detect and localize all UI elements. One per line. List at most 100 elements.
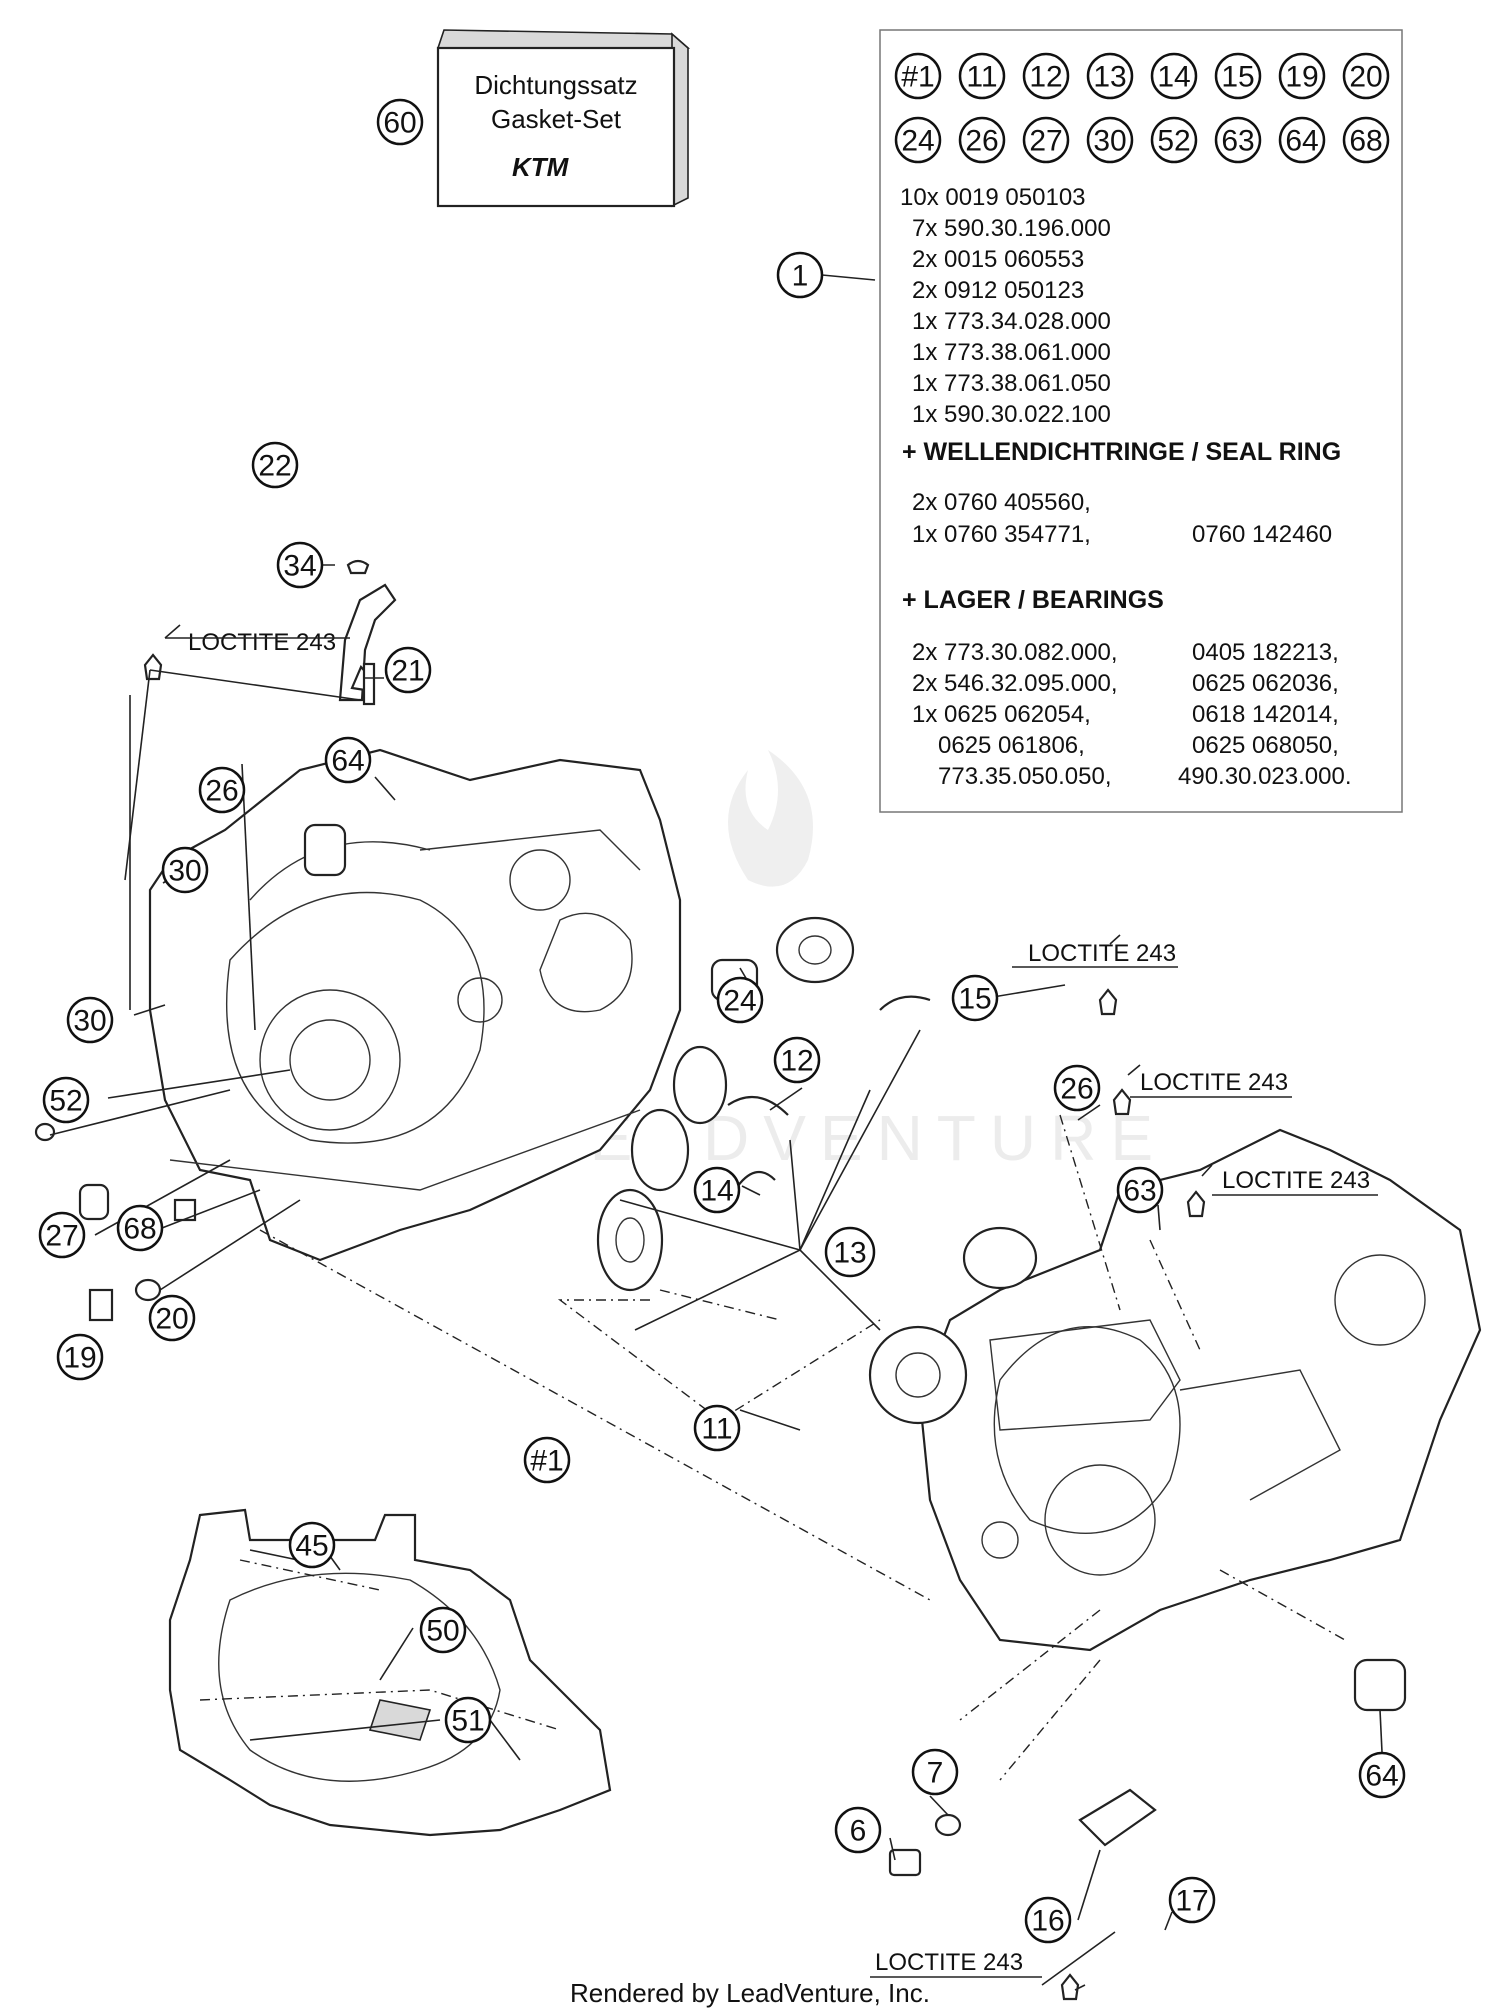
part-number-line: 1x 590.30.022.100 [912, 401, 1111, 428]
callout-circle [1342, 52, 1390, 100]
right-case-bolt-boss [981, 1521, 1019, 1559]
callout-circle [1278, 116, 1326, 164]
callout-c22: 22 [251, 441, 299, 489]
callout-kit-ref-14: 64 [1278, 116, 1326, 164]
spring-21 [362, 662, 376, 706]
seal-heading: + WELLENDICHTRINGE / SEAL RING [902, 438, 1341, 466]
callout-kit-ref-9: 26 [958, 116, 1006, 164]
bearing-heading: + LAGER / BEARINGS [902, 586, 1164, 614]
bushing-64a [303, 823, 347, 877]
callout-circle [376, 98, 424, 146]
left-case-shaft-boss [539, 912, 633, 1013]
loctite-label-3: LOCTITE 243 [1140, 1069, 1288, 1096]
callout-circle [894, 52, 942, 100]
callout-circle [1168, 1876, 1216, 1924]
drain-plug-6 [888, 1848, 922, 1877]
callout-c30a: 30 [161, 846, 209, 894]
callout-number: 26 [1060, 1073, 1093, 1106]
callout-kit-ref-10: 27 [1022, 116, 1070, 164]
callout-number: 52 [1157, 125, 1190, 158]
left-crankcase-half [148, 748, 682, 1262]
bearing-left-line: 2x 546.32.095.000, [912, 670, 1118, 697]
part-number-line: 1x 773.38.061.000 [912, 339, 1111, 366]
seal-line-1: 2x 0760 405560, [912, 489, 1091, 516]
callout-circle [1278, 52, 1326, 100]
bearing-e [962, 1226, 1038, 1290]
callout-number: 64 [1365, 1760, 1398, 1793]
kit-box-top [436, 29, 691, 49]
callout-c20: 20 [148, 1294, 196, 1342]
right-case-gasket-face [989, 1319, 1181, 1431]
retainer-15 [879, 995, 931, 1011]
callout-circle [66, 996, 114, 1044]
bearing-f-inner [895, 1352, 941, 1398]
callout-circle [1358, 1751, 1406, 1799]
callout-circle [951, 974, 999, 1022]
callout-circle [693, 1166, 741, 1214]
callout-c26b: 26 [1053, 1064, 1101, 1112]
kit-label-line1: Dichtungssatz [474, 70, 637, 100]
callout-number: 27 [45, 1220, 78, 1253]
washer-20 [134, 1278, 162, 1302]
part-number-line: 2x 0015 060553 [912, 246, 1084, 273]
loctite-drop-4 [1186, 1190, 1206, 1218]
plug-68 [173, 1198, 197, 1222]
gasket-outline [168, 1508, 612, 1837]
callout-circle [444, 1696, 492, 1744]
callout-c60: 60 [376, 98, 424, 146]
callout-c50: 50 [419, 1606, 467, 1654]
callout-circle [56, 1333, 104, 1381]
callout-number: 15 [1221, 61, 1254, 94]
seal-line-3: 0760 142460 [1192, 521, 1332, 548]
part-number-line: 2x 0912 050123 [912, 277, 1084, 304]
callout-circle [1086, 52, 1134, 100]
callout-number: 1 [792, 260, 809, 293]
seal-d-inner [615, 1217, 645, 1263]
callout-c19: 19 [56, 1333, 104, 1381]
callout-number: 16 [1031, 1905, 1064, 1938]
part-number-line: 1x 773.38.061.050 [912, 370, 1111, 397]
loctite-drop-3 [1112, 1088, 1132, 1116]
callout-circle [824, 1226, 876, 1278]
callout-c1hash: #1 [523, 1436, 571, 1484]
callout-kit-ref-1: 11 [958, 52, 1006, 100]
callout-c45: 45 [288, 1521, 336, 1569]
callout-c12: 12 [773, 1036, 821, 1084]
assembly-line-5 [1059, 1114, 1121, 1311]
callout-c26a: 26 [198, 766, 246, 814]
callout-c21: 21 [384, 646, 432, 694]
callout-kit-ref-5: 15 [1214, 52, 1262, 100]
seal-d [596, 1188, 664, 1292]
part-number-line: 1x 773.34.028.000 [912, 308, 1111, 335]
hose-clamp [346, 559, 370, 575]
left-case-flange [169, 1109, 641, 1191]
assembly-line-2 [959, 1609, 1101, 1721]
plug-52 [34, 1122, 56, 1142]
assembly-line-8 [659, 1289, 781, 1321]
callout-number: 14 [1157, 61, 1190, 94]
callout-number: 60 [383, 107, 416, 140]
bearing-a-inner [798, 935, 832, 965]
kit-label-line2: Gasket-Set [491, 104, 622, 134]
callout-kit-ref-15: 68 [1342, 116, 1390, 164]
callout-number: 13 [1093, 61, 1126, 94]
bearing-left-line: 2x 773.30.082.000, [912, 639, 1118, 666]
gasket-insert [368, 1699, 432, 1741]
bearing-right-line: 0405 182213, [1192, 639, 1339, 666]
loctite-label-1: LOCTITE 243 [188, 629, 336, 656]
assembly-line-1 [259, 1229, 931, 1601]
loctite-label-5: LOCTITE 243 [875, 1949, 1023, 1976]
callout-number: 68 [123, 1213, 156, 1246]
gasket-set-kit: Dichtungssatz Gasket-Set KTM [436, 29, 691, 208]
loctite-label-4: LOCTITE 243 [1222, 1167, 1370, 1194]
callout-circle [894, 116, 942, 164]
callout-c1: 1 [776, 251, 824, 299]
bearing-c [630, 1108, 690, 1192]
callout-circle [1024, 1896, 1072, 1944]
callout-kit-ref-2: 12 [1022, 52, 1070, 100]
callout-number: 12 [1029, 61, 1062, 94]
callout-circle [161, 846, 209, 894]
callout-circle [773, 1036, 821, 1084]
callout-number: 14 [700, 1175, 733, 1208]
callout-c17: 17 [1168, 1876, 1216, 1924]
